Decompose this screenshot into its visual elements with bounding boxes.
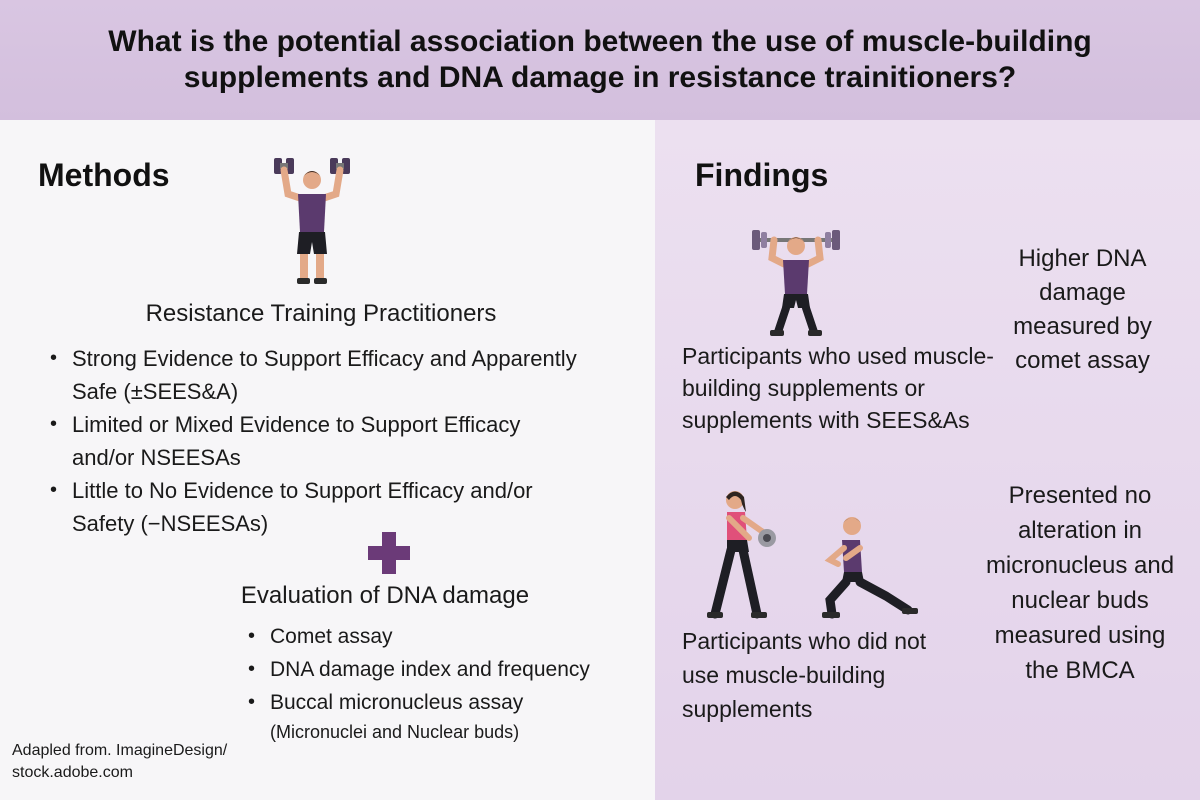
findings-heading: Findings bbox=[695, 157, 829, 193]
header-banner: What is the potential association betwee… bbox=[0, 0, 1200, 120]
list-item: Comet assay bbox=[246, 620, 646, 653]
weightlifter-barbell-icon bbox=[752, 230, 840, 336]
weightlifter-dumbbells-icon bbox=[274, 158, 350, 284]
plus-icon bbox=[368, 532, 410, 574]
group-label: Resistance Training Practitioners bbox=[145, 300, 497, 327]
list-item: Strong Evidence to Support Efficacy and … bbox=[48, 342, 588, 408]
woman-exercising-icon bbox=[707, 491, 776, 619]
list-item-subtext: (Micronuclei and Nuclear buds) bbox=[270, 722, 520, 742]
users-label: Participants who used muscle-building su… bbox=[682, 343, 994, 433]
image-credit: Adapled from. ImagineDesign/ stock.adobe… bbox=[12, 742, 228, 781]
list-item: DNA damage index and frequency bbox=[246, 653, 646, 686]
evaluation-list: Comet assay DNA damage index and frequen… bbox=[246, 620, 646, 745]
list-item: Little to No Evidence to Support Efficac… bbox=[48, 474, 588, 540]
methods-heading: Methods bbox=[38, 157, 170, 193]
evaluation-label: Evaluation of DNA damage bbox=[240, 582, 530, 609]
page-title: What is the potential association betwee… bbox=[108, 25, 1092, 94]
findings-panel bbox=[655, 120, 1200, 800]
man-lunging-icon bbox=[822, 517, 918, 619]
list-item: Buccal micronucleus assay(Micronuclei an… bbox=[246, 686, 646, 745]
users-result: Higher DNA damage measured by comet assa… bbox=[1013, 245, 1152, 374]
nonusers-result: Presented no alteration in micronucleus … bbox=[985, 482, 1175, 684]
nonusers-label: Participants who did not use muscle-buil… bbox=[682, 628, 927, 722]
supplement-categories-list: Strong Evidence to Support Efficacy and … bbox=[48, 342, 588, 540]
list-item: Limited or Mixed Evidence to Support Eff… bbox=[48, 408, 588, 474]
